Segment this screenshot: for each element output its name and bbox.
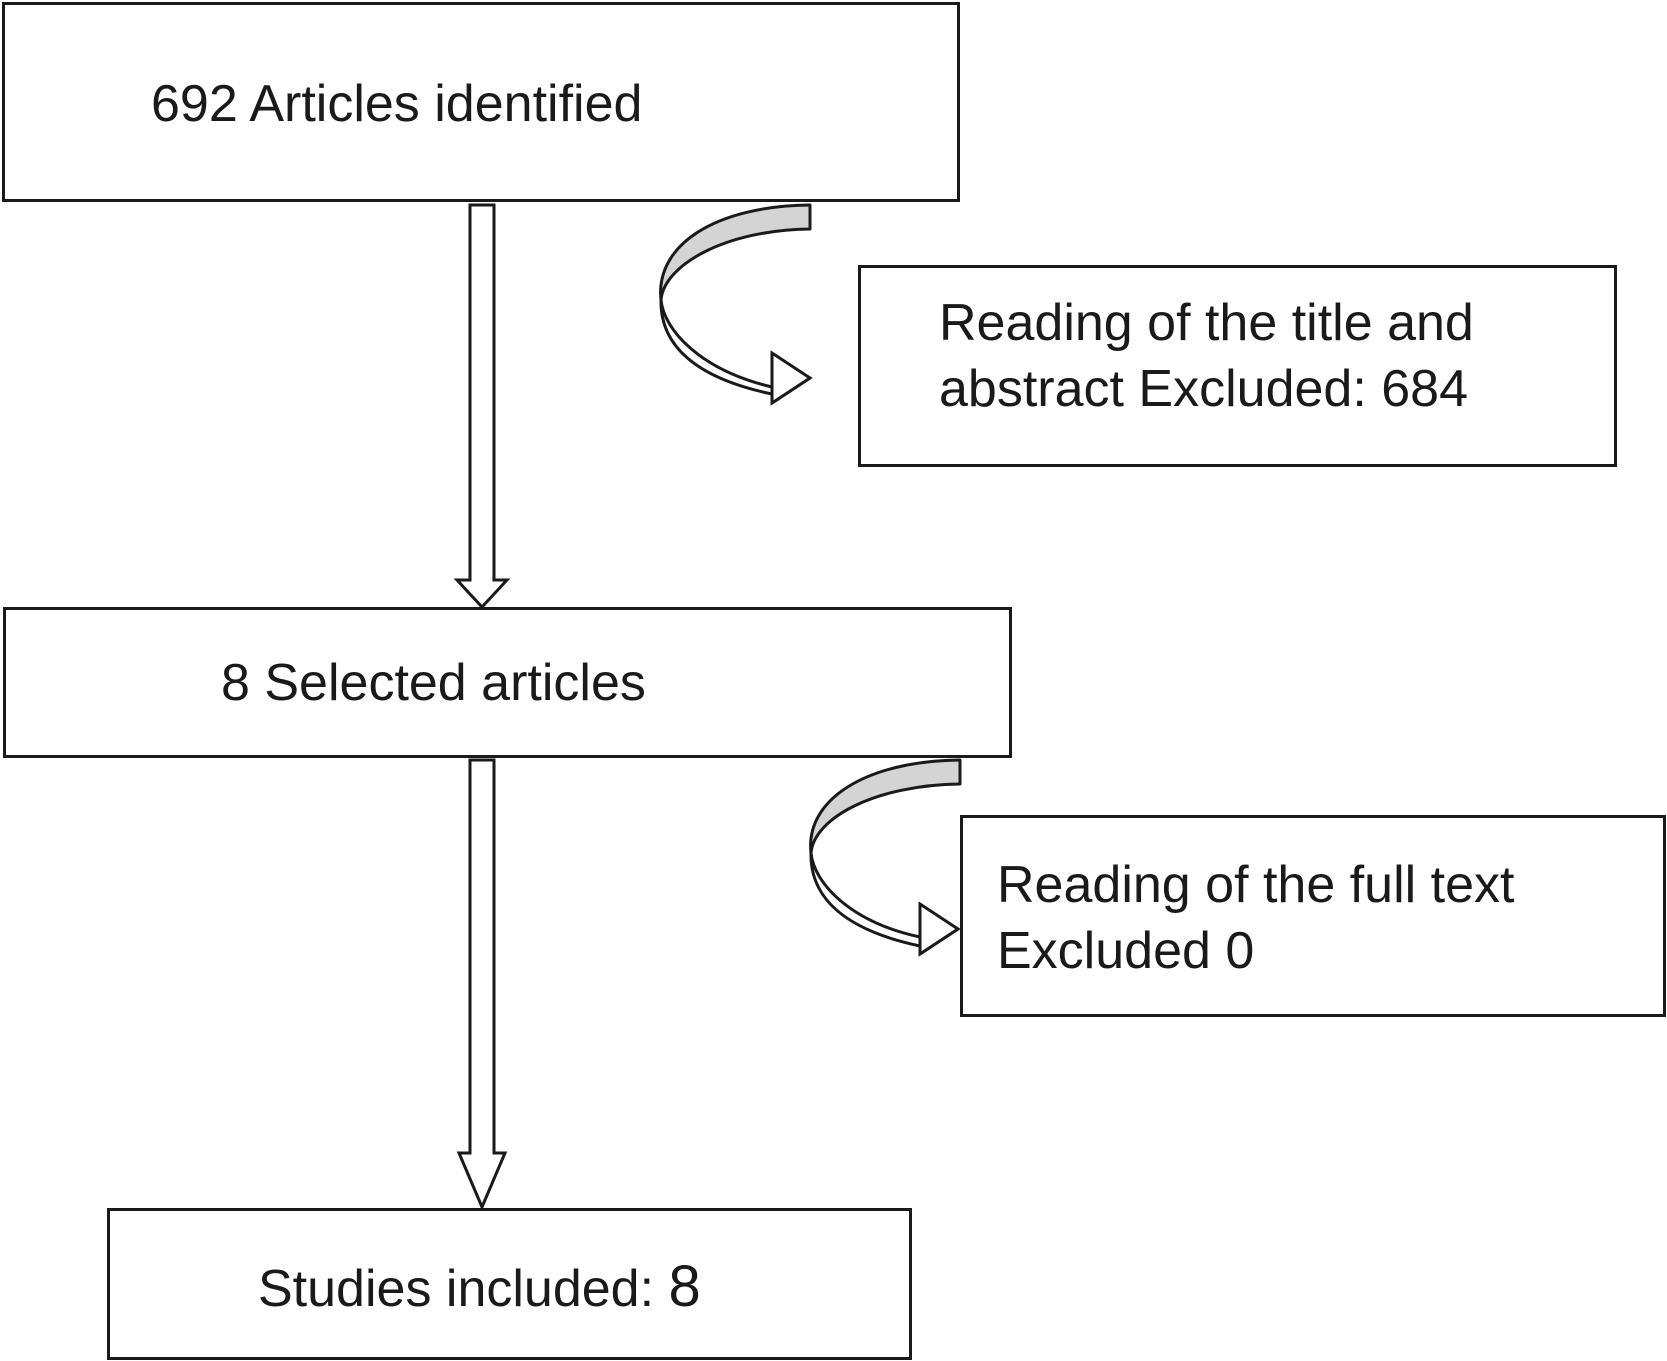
node-articles-identified: 692 Articles identified [2,2,960,202]
node-count: 8 [668,1254,701,1319]
curved-arrow-to-screening-excluded [659,203,813,406]
arrow-head [770,350,813,406]
arrow-selected-to-included [456,758,508,1211]
curved-arrow-to-fulltext-excluded [809,758,962,957]
node-text: 8 Selected articles [221,654,646,712]
node-studies-included: Studies included: 8 [107,1208,912,1360]
arrow-identified-to-selected [453,203,511,610]
curve-band [809,758,962,855]
node-text: Studies included: 8 [258,1254,701,1322]
node-full-text-excluded: Reading of the full text Excluded 0 [960,815,1666,1017]
node-selected-articles: 8 Selected articles [3,607,1012,758]
node-text: Reading of the title and abstract Exclud… [939,294,1474,418]
node-text-line-1: Reading of the full text [997,856,1515,914]
arrow-head [918,901,961,957]
node-text: Reading of the full text Excluded 0 [997,852,1617,984]
curve-band [659,203,812,302]
node-label: Studies included: [258,1260,669,1318]
node-text-line-2: Excluded 0 [997,922,1255,980]
node-text: 692 Articles identified [151,75,643,133]
node-title-abstract-excluded: Reading of the title and abstract Exclud… [858,265,1617,467]
